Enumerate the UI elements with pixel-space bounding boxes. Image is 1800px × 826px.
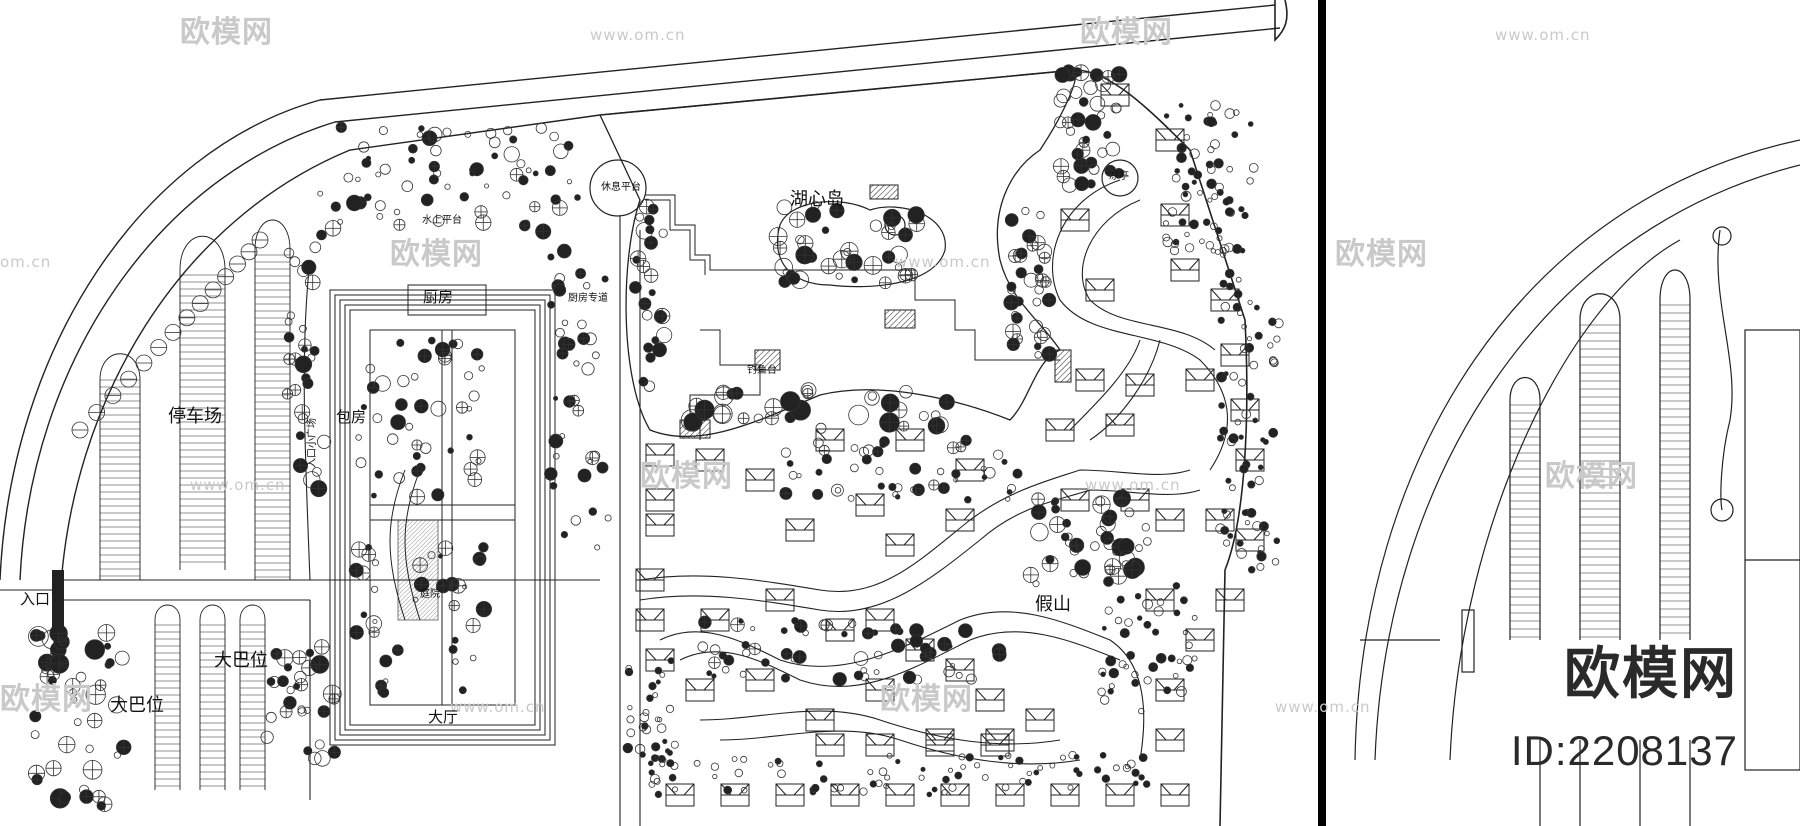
- watermark-url-8: www.om.cn: [1275, 698, 1371, 716]
- label-entrance: 入口: [20, 590, 51, 608]
- panel-divider: [1318, 0, 1326, 826]
- lake: [599, 69, 1077, 438]
- watermark-brand-5: 欧模网: [640, 459, 733, 494]
- trees: [27, 64, 1284, 812]
- watermark-brand-8: 欧模网: [880, 682, 973, 717]
- site-roads: [60, 215, 641, 826]
- central-building: [329, 284, 556, 746]
- brand-logo-text: 欧模网: [1564, 642, 1738, 705]
- watermark-brand-3: 欧模网: [390, 237, 483, 272]
- watermark-brand-1: 欧模网: [180, 15, 273, 50]
- label-fishing-deck: 钓鱼台: [747, 365, 777, 376]
- watermark-brand-2: 欧模网: [1080, 15, 1173, 50]
- label-bus-bay-1: 大巴位: [214, 650, 268, 671]
- parking-stall-lines: [100, 254, 290, 787]
- watermark-url-2: www.om.cn: [1495, 26, 1591, 44]
- walkways: [645, 184, 1072, 440]
- label-kitchen-road: 厨房专道: [568, 293, 608, 304]
- watermark-url-3: om.cn: [0, 253, 52, 271]
- watermark-brand-6: 欧模网: [1545, 459, 1638, 494]
- watermark-brand-7: 欧模网: [0, 682, 93, 717]
- roundabout: [1101, 159, 1139, 197]
- watermark-url-5: www.om.cn: [190, 476, 286, 494]
- label-rockery: 假山: [1035, 594, 1071, 615]
- entrance-gate: [0, 570, 64, 632]
- label-bus-bay-2: 大巴位: [110, 695, 164, 716]
- outer-road: [0, 4, 1281, 601]
- rest-platform-circle: [589, 159, 647, 217]
- label-courtyard: 庭院: [420, 589, 440, 600]
- label-kitchen: 厨房: [423, 288, 454, 306]
- label-private-rooms: 包房: [336, 408, 367, 426]
- watermark-url-6: www.om.cn: [1085, 476, 1181, 494]
- label-rest-platform: 休息平台: [601, 182, 641, 193]
- label-entrance-square: 入口小广场: [307, 418, 318, 468]
- label-hall: 大厅: [428, 708, 459, 726]
- watermark-url-7: www.om.cn: [450, 698, 546, 716]
- watermark-url-1: www.om.cn: [590, 26, 686, 44]
- label-pavilion: 凉亭: [1109, 171, 1129, 182]
- label-parking: 停车场: [168, 406, 222, 427]
- site-outline: [599, 0, 1288, 826]
- watermark-brand-4: 欧模网: [1335, 237, 1428, 272]
- watermark-url-4: www.om.cn: [895, 253, 991, 271]
- label-lake-island: 湖心岛: [790, 189, 844, 210]
- right-panel-stalls: [1510, 304, 1690, 638]
- brand-id-text: ID:2208137: [1510, 727, 1738, 774]
- right-panel-drawing: [1354, 139, 1800, 826]
- label-water-platform: 水上平台: [422, 215, 462, 226]
